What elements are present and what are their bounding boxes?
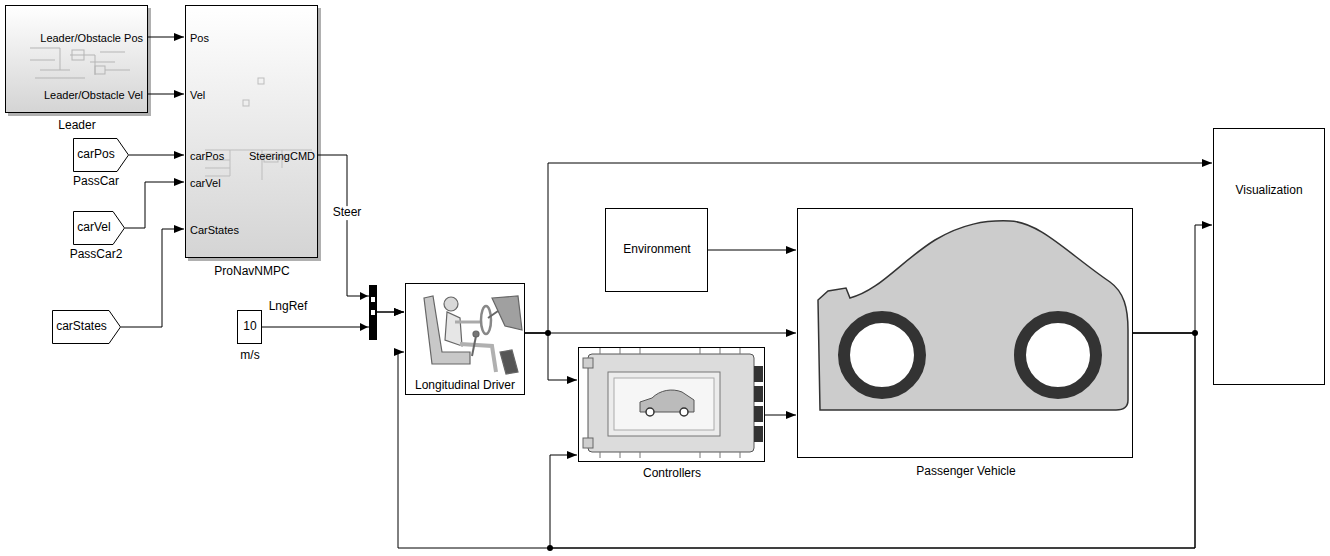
mux-block [360, 285, 377, 340]
subsystem-fill [185, 5, 321, 261]
mux-input-arrow [360, 323, 368, 331]
block-label: carPos [190, 150, 224, 163]
ecu-illustration [583, 348, 763, 458]
car-illustration [818, 221, 1128, 410]
environment-block: Environment [605, 208, 708, 292]
block-label: carStates [56, 320, 107, 334]
visualization-block: Visualization [1213, 128, 1325, 385]
block-label: Environment [623, 243, 690, 257]
signal-line [525, 333, 577, 380]
mux-mark [371, 297, 375, 302]
driver-block: Longitudinal Driver [405, 283, 525, 395]
block-label: CarStates [190, 224, 239, 237]
signal-line [129, 155, 184, 156]
block-label: Pos [190, 32, 209, 45]
block-label: SteeringCMD [249, 150, 315, 163]
block-label: m/s [240, 349, 259, 363]
block-label: Controllers [643, 467, 701, 481]
subsystem-block: PosVelcarPoscarVelCarStatesSteeringCMDPr… [185, 5, 318, 258]
block-label: Leader/Obstacle Vel [44, 89, 143, 102]
signal-line [1133, 225, 1212, 333]
signal-name: LngRef [267, 300, 310, 314]
mux-block [369, 285, 377, 340]
block-label: PassCar2 [70, 248, 123, 262]
from-tag: carVelPassCar2 [73, 211, 125, 245]
block-label: Visualization [1235, 184, 1302, 198]
driver-icon [424, 296, 522, 374]
block-label: ProNavNMPC [214, 265, 289, 279]
controllers-block: Controllers [578, 347, 765, 462]
block-label: PassCar [73, 175, 119, 189]
block-label: 10 [243, 320, 256, 334]
mux-input-arrow [360, 292, 368, 300]
subsystem-block: Leader/Obstacle PosLeader/Obstacle VelLe… [5, 5, 148, 113]
block-label: carVel [190, 177, 221, 190]
constant-block: 10m/s [237, 310, 262, 344]
signal-line [121, 229, 184, 327]
junction-dot [545, 330, 1198, 551]
tag-outline [53, 311, 121, 344]
signal-line [525, 333, 796, 334]
subsystem-fill [5, 5, 151, 116]
signal-line [765, 415, 796, 416]
signal-line [148, 37, 184, 38]
block-label: Vel [190, 89, 205, 102]
signal-line [262, 312, 404, 327]
block-label: carPos [77, 148, 114, 162]
from-tag: carStates [52, 310, 121, 344]
mux-mark [371, 310, 375, 315]
signal-line [525, 163, 1212, 333]
block-label: Leader/Obstacle Pos [40, 32, 143, 45]
signal-line [148, 94, 184, 95]
signal-line [318, 155, 404, 312]
block-label: Passenger Vehicle [916, 465, 1015, 479]
signal-name: Steer [331, 206, 364, 220]
signal-line [550, 333, 1195, 548]
block-label: Longitudinal Driver [415, 379, 515, 393]
from-tag: carPosPassCar [73, 138, 129, 172]
tag-outline [74, 212, 125, 245]
block-label: Leader [58, 119, 95, 133]
vehicle-block: Passenger Vehicle [797, 208, 1133, 458]
signal-line [125, 182, 184, 228]
tag-outline [74, 139, 129, 172]
block-label: carVel [77, 221, 110, 235]
signal-line [708, 250, 796, 251]
